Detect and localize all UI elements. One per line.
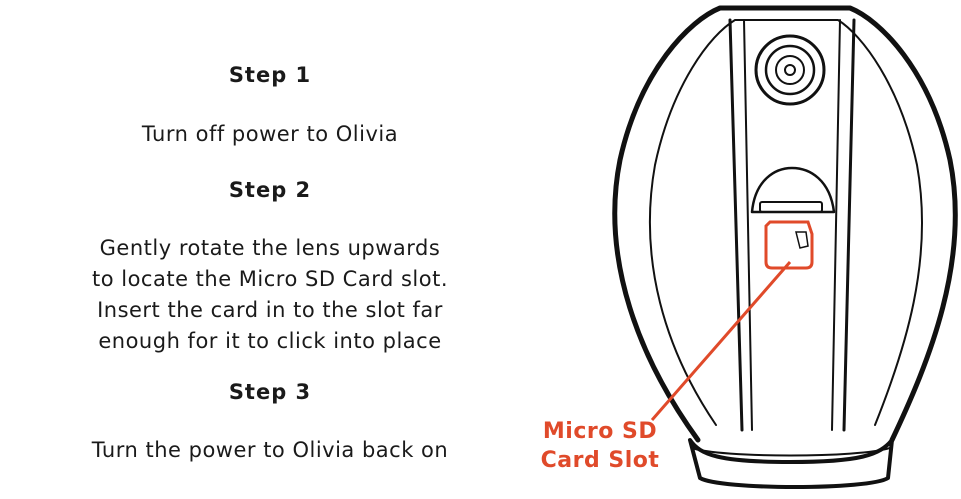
channel-right-outer [842, 18, 856, 432]
device-inner-shell [649, 19, 923, 426]
channel-right-inner [831, 19, 841, 431]
lens-outer-ring [754, 34, 826, 106]
sd-card-icon [764, 220, 814, 270]
step-2-title: Step 2 [228, 178, 312, 202]
channel-left-outer [728, 18, 744, 432]
step-2-line: Insert the card in to the slot far [97, 298, 443, 322]
channel-left-inner [743, 19, 753, 431]
step-2-line: to locate the Micro SD Card slot. [91, 267, 449, 291]
callout-leader-line [650, 261, 792, 421]
device-base [688, 438, 894, 489]
step-3-line: Turn the power to Olivia back on [91, 438, 449, 462]
lens-inner-ring [775, 55, 805, 85]
step-2-line: Gently rotate the lens upwards [99, 236, 441, 260]
lens-mid-ring [764, 44, 816, 96]
step-2-text: Gently rotate the lens upwards to locate… [40, 233, 500, 357]
step-3-text: Turn the power to Olivia back on [40, 435, 500, 466]
callout-line-2: Card Slot [540, 448, 660, 473]
device-base-rim [691, 447, 891, 457]
step-2-line: enough for it to click into place [98, 329, 442, 353]
step-1-title: Step 1 [228, 63, 312, 87]
sd-slot-arch [750, 166, 836, 214]
instructions-panel: Step 1 Turn off power to Olivia Step 2 G… [40, 0, 500, 499]
step-1-line: Turn off power to Olivia [141, 122, 399, 146]
step-3-title: Step 3 [228, 380, 312, 404]
step-1-text: Turn off power to Olivia [40, 119, 500, 150]
device-outer-shell [612, 5, 958, 443]
lens-center [784, 64, 796, 76]
callout-line-1: Micro SD [542, 419, 658, 444]
callout-label: Micro SD Card Slot [505, 417, 695, 475]
sd-slot-opening [759, 201, 823, 213]
sd-card-notch [795, 231, 809, 249]
